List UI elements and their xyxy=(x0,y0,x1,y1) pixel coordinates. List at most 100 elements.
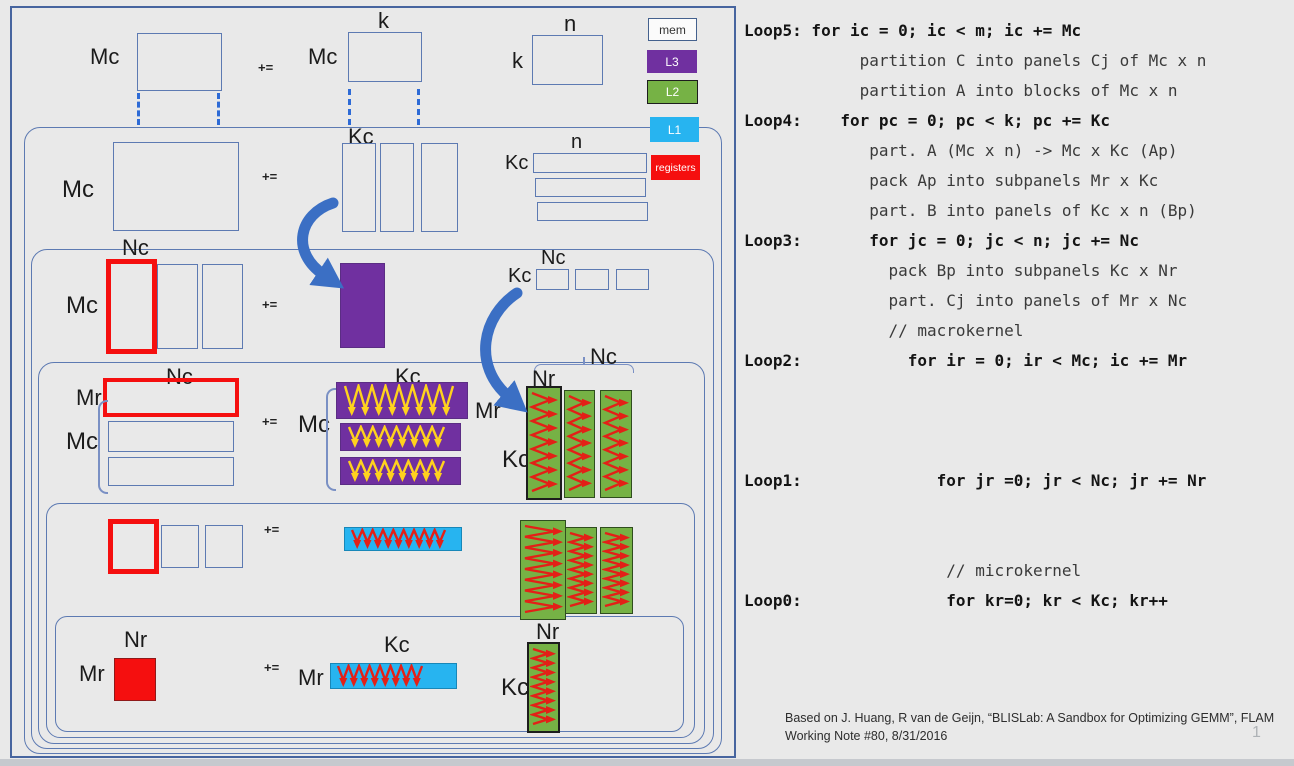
plus-equals-row1: += xyxy=(258,60,274,75)
red-zigzag-arrows xyxy=(529,390,559,496)
code-line-loop5: Loop5: for ic = 0; ic < m; ic += Mc xyxy=(744,21,1082,40)
nc-bracket-tick xyxy=(583,357,585,365)
label-kc-left-of-b-row4: Kc xyxy=(502,446,531,473)
label-kc-right-row6: Kc xyxy=(501,674,530,701)
c-microtile-active-row5 xyxy=(108,519,159,574)
code-line-blank xyxy=(744,406,1206,436)
dashed-connector xyxy=(417,89,420,125)
citation-line-2: Working Note #80, 8/31/2016 xyxy=(785,729,948,743)
b-microtile-3-row5 xyxy=(600,527,633,614)
plus-equals-row2: += xyxy=(262,169,278,184)
label-mr-row6: Mr xyxy=(79,661,105,686)
loop3-level-box xyxy=(31,249,714,749)
red-zigzag-arrows xyxy=(334,664,426,688)
code-line-blank xyxy=(744,436,1206,466)
loop0-level-box xyxy=(55,616,684,732)
plus-equals-row5: += xyxy=(264,522,280,537)
matrix-a-block-row1 xyxy=(348,32,422,82)
loop4-level-box xyxy=(24,127,722,754)
code-line-blank xyxy=(744,496,1206,526)
dashed-connector xyxy=(348,89,351,125)
packed-a-subpanel-active-row4 xyxy=(336,382,468,419)
legend-l2: L2 xyxy=(647,80,698,104)
label-nr-row4: Nr xyxy=(532,366,556,391)
b-microtile-2-row5 xyxy=(565,527,597,614)
c-row-3-row4 xyxy=(108,457,234,486)
plus-equals-row6: += xyxy=(264,660,280,675)
red-zigzag-arrows xyxy=(602,393,630,495)
page-number: 1 xyxy=(1252,724,1261,741)
legend-mem-label: mem xyxy=(659,22,686,37)
mc-bracket-left xyxy=(98,400,108,494)
label-kc-b-row2: Kc xyxy=(505,152,529,174)
code-line-blank xyxy=(744,526,1206,556)
legend-registers-label: registers xyxy=(655,161,696,174)
code-line-blank xyxy=(744,376,1206,406)
a-strip-1-row2 xyxy=(342,143,376,232)
a-microtile-panel-row5 xyxy=(344,527,462,551)
code-line: pack Ap into subpanels Mr x Kc xyxy=(744,171,1159,190)
dashed-connector xyxy=(217,93,220,125)
label-n-b-row1: n xyxy=(564,11,577,36)
packed-b-subpanel-3-row4 xyxy=(600,390,632,498)
a-strip-3-row2 xyxy=(421,143,458,232)
b-panel-3-row2 xyxy=(537,202,648,221)
matrix-b-block-row1 xyxy=(532,35,603,85)
label-mc-row3: Mc xyxy=(66,292,98,319)
b-panel-2-row2 xyxy=(535,178,646,197)
label-n-row2: n xyxy=(571,131,583,153)
legend-registers: registers xyxy=(651,155,700,180)
loop1-level-box xyxy=(46,503,695,738)
c-strip-active-row3 xyxy=(106,259,157,354)
b-subpanel-3-row3 xyxy=(616,269,649,290)
label-mc-row2: Mc xyxy=(62,176,94,203)
code-line-loop3: Loop3: for jc = 0; jc < n; jc += Nc xyxy=(744,231,1139,250)
loop-pseudocode-panel: Loop5: for ic = 0; ic < m; ic += Mc part… xyxy=(744,16,1206,616)
code-line-loop0: Loop0: for kr=0; kr < Kc; kr++ xyxy=(744,591,1168,610)
red-zigzag-arrows xyxy=(348,528,449,550)
plus-equals-row4: += xyxy=(262,414,278,429)
label-mr-right-row4: Mr xyxy=(475,398,501,423)
label-nc-b-row3: Nc xyxy=(541,247,566,269)
matrix-c-block-row1 xyxy=(137,33,222,91)
code-line-microkernel: // microkernel xyxy=(744,561,1082,580)
a-strip-2-row2 xyxy=(380,143,414,232)
label-nr-right-row6: Nr xyxy=(536,619,560,644)
b-subpanel-2-row3 xyxy=(575,269,609,290)
red-zigzag-arrows xyxy=(567,530,595,611)
label-kc-row2: Kc xyxy=(348,124,374,149)
label-mc-a-row1: Mc xyxy=(308,44,338,69)
citation-line-1: Based on J. Huang, R van de Geijn, “BLIS… xyxy=(785,711,1275,725)
legend-l3: L3 xyxy=(647,50,697,73)
b-register-panel-row6 xyxy=(527,642,560,733)
code-line-loop2: Loop2: for ir = 0; ir < Mc; ic += Mr xyxy=(744,351,1188,370)
red-zigzag-arrows xyxy=(602,530,631,611)
c-microtile-3-row5 xyxy=(205,525,243,568)
label-k-b-row1: k xyxy=(512,48,523,73)
label-mc-left-row4: Mc xyxy=(66,428,98,455)
code-line: part. A (Mc x n) -> Mc x Kc (Ap) xyxy=(744,141,1178,160)
label-mc-mid-row4: Mc xyxy=(298,411,330,438)
label-nr-row6: Nr xyxy=(124,627,148,652)
code-line-loop1: Loop1: for jr =0; jr < Nc; jr += Nr xyxy=(744,471,1207,490)
c-strip-3-row3 xyxy=(202,264,243,349)
packed-a-subpanel-2-row4 xyxy=(340,423,461,451)
gemm-blocking-diagram: Mc += Mc k n k Mc += Kc n Kc Nc Mc += Nc xyxy=(10,6,736,758)
packed-b-subpanel-1-row4 xyxy=(526,386,562,500)
b-subpanel-1-row3 xyxy=(536,269,569,290)
memory-level-box xyxy=(10,6,736,758)
legend-mem: mem xyxy=(648,18,697,41)
dashed-connector xyxy=(137,93,140,125)
code-line: partition C into panels Cj of Mc x n xyxy=(744,51,1207,70)
citation-footer: Based on J. Huang, R van de Geijn, “BLIS… xyxy=(785,709,1294,745)
c-register-tile-row6 xyxy=(114,658,156,701)
red-zigzag-arrows xyxy=(566,393,593,495)
bottom-edge-strip xyxy=(0,759,1294,766)
yellow-zigzag-arrows xyxy=(341,384,457,417)
plus-equals-row3: += xyxy=(262,297,278,312)
code-line: partition A into blocks of Mc x n xyxy=(744,81,1178,100)
label-mc-c-row1: Mc xyxy=(90,44,120,69)
label-nc-row3: Nc xyxy=(122,235,149,260)
packed-a-subpanel-3-row4 xyxy=(340,457,461,485)
